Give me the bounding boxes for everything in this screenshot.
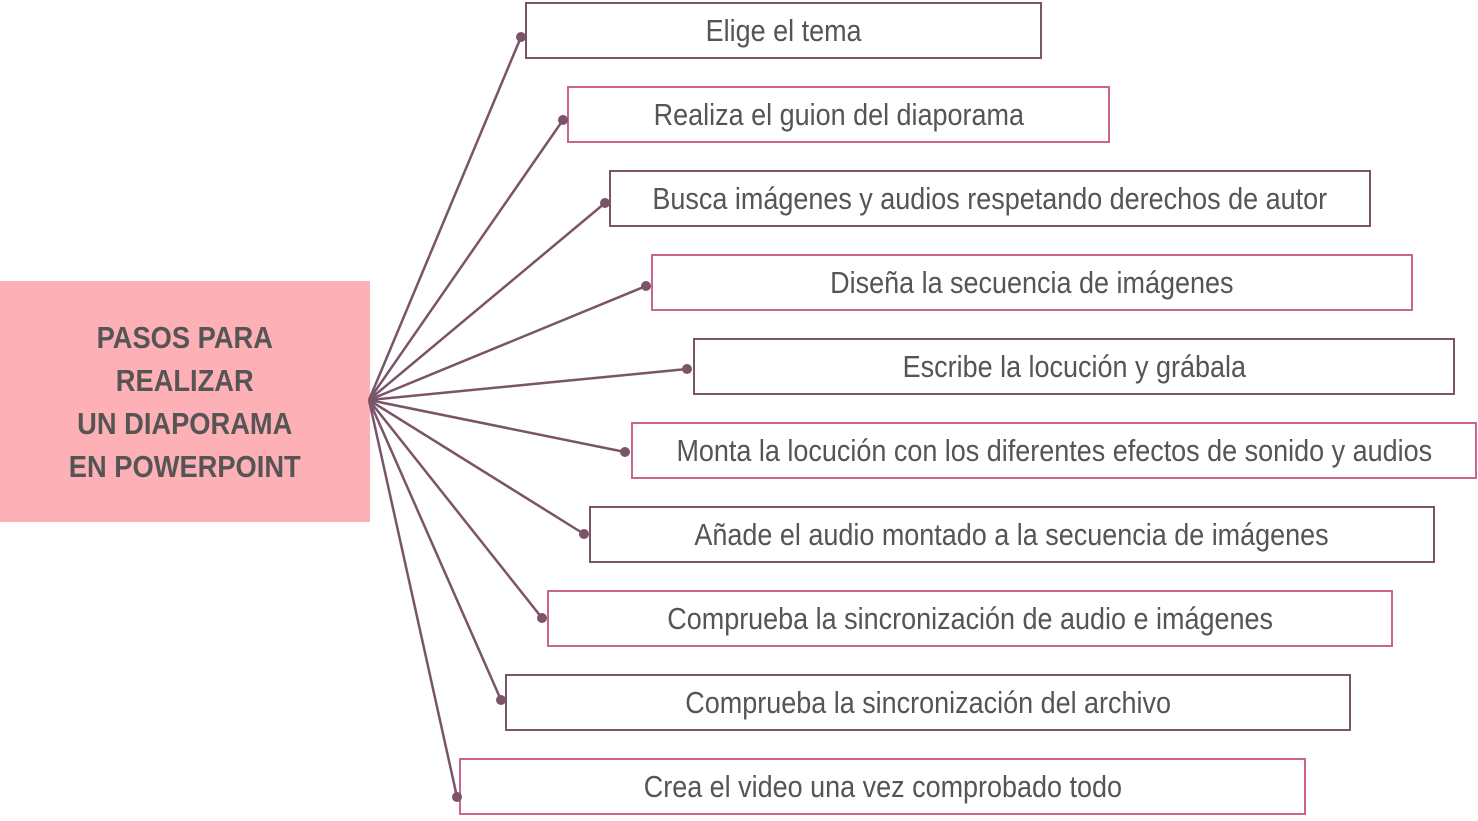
step-box-6: Monta la locución con los diferentes efe… [631, 422, 1477, 479]
connector-dot [620, 447, 630, 457]
title-line: REALIZAR [116, 362, 254, 398]
connector-dot [496, 695, 506, 705]
connector-line [367, 399, 503, 701]
step-label: Realiza el guion del diaporama [653, 96, 1024, 132]
connector-line [367, 119, 565, 401]
step-box-7: Añade el audio montado a la secuencia de… [589, 506, 1435, 563]
central-topic: PASOS PARA REALIZAR UN DIAPORAMA EN POWE… [0, 281, 370, 522]
connector-dot [600, 198, 610, 208]
connector-line [368, 367, 688, 402]
connector-line [368, 284, 647, 402]
step-box-9: Comprueba la sincronización del archivo [505, 674, 1351, 731]
connector-dot [516, 32, 526, 42]
step-box-3: Busca imágenes y audios respetando derec… [609, 170, 1371, 227]
step-label: Diseña la secuencia de imágenes [830, 264, 1234, 300]
step-label: Elige el tema [705, 12, 862, 48]
step-box-10: Crea el video una vez comprobado todo [459, 758, 1306, 815]
connector-dot [641, 281, 651, 291]
step-box-1: Elige el tema [525, 2, 1042, 59]
connector-line [368, 202, 606, 401]
central-topic-title: PASOS PARA REALIZAR UN DIAPORAMA EN POWE… [69, 316, 301, 488]
step-label: Monta la locución con los diferentes efe… [676, 432, 1432, 468]
connector-dot [682, 364, 692, 374]
connector-dot [558, 115, 568, 125]
step-label: Comprueba la sincronización de audio e i… [667, 600, 1273, 636]
step-label: Escribe la locución y grábala [902, 348, 1246, 384]
title-line: PASOS PARA [96, 319, 274, 355]
step-label: Busca imágenes y audios respetando derec… [652, 180, 1328, 216]
connector-line [367, 399, 459, 798]
connector-dot [537, 613, 547, 623]
connector-line [367, 36, 523, 401]
step-label: Añade el audio montado a la secuencia de… [694, 516, 1330, 552]
title-line: EN POWERPOINT [69, 448, 301, 484]
step-box-4: Diseña la secuencia de imágenes [651, 254, 1413, 311]
step-box-5: Escribe la locución y grábala [693, 338, 1455, 395]
connector-dot [452, 792, 462, 802]
connector-line [368, 399, 543, 619]
step-label: Comprueba la sincronización del archivo [685, 684, 1171, 720]
connector-line [368, 398, 585, 536]
title-line: UN DIAPORAMA [77, 405, 293, 441]
step-label: Crea el video una vez comprobado todo [643, 768, 1122, 804]
connector-line [368, 398, 626, 454]
connector-dot [579, 529, 589, 539]
step-box-2: Realiza el guion del diaporama [567, 86, 1110, 143]
step-box-8: Comprueba la sincronización de audio e i… [547, 590, 1393, 647]
